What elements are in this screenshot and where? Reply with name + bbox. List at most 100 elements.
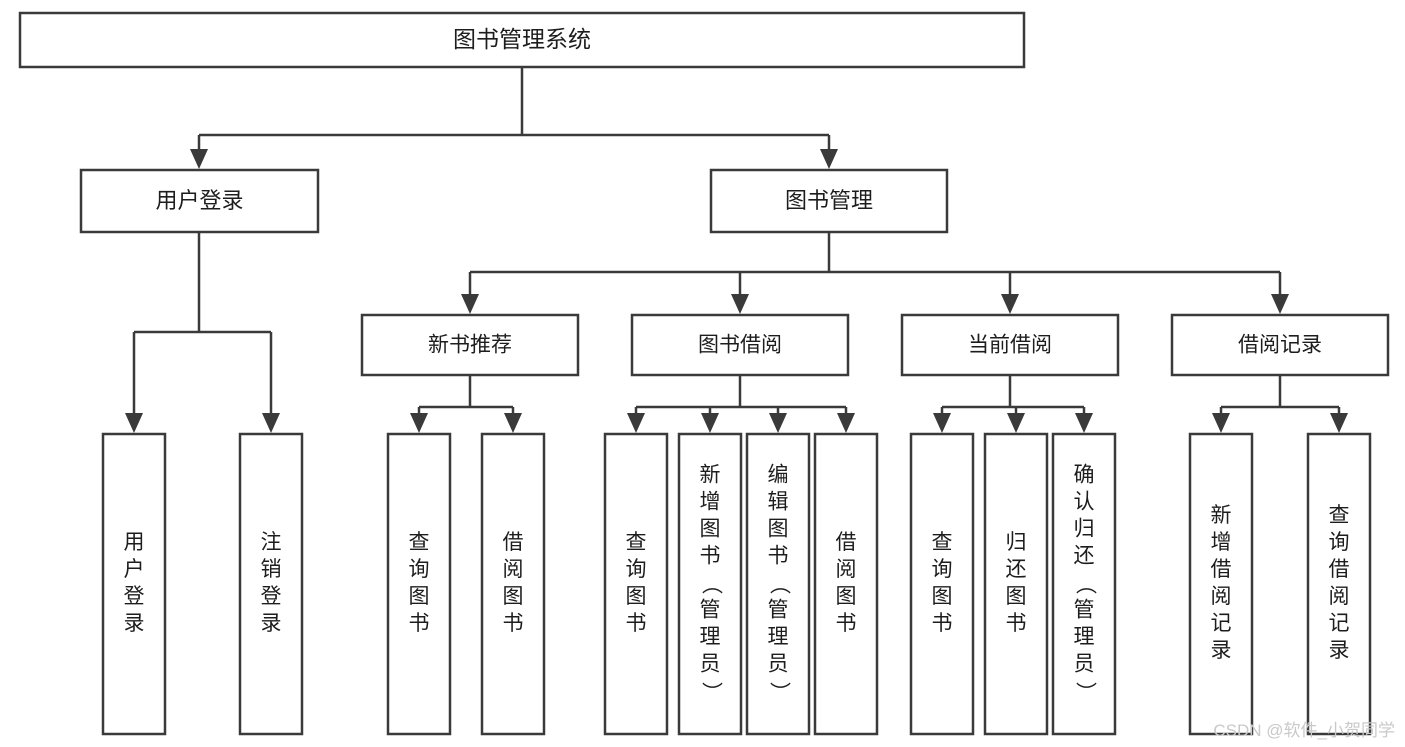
node-label: 图书管理系统 [453,26,591,52]
leaf-label-char: 还 [1006,558,1027,581]
leaf-label-char: 认 [1074,491,1095,514]
leaf-label-char: 确 [1074,464,1095,487]
leaf-box[interactable] [101,432,167,736]
leaf-label-char: ） [767,682,790,703]
arrow-head-icon [701,413,719,433]
leaf-box[interactable] [677,432,743,736]
leaf-box[interactable] [238,432,304,736]
leaf-box[interactable] [1051,432,1117,736]
leaf-label-char: 书 [409,612,430,635]
node-box[interactable] [1170,313,1390,377]
arrow-head-icon [1330,413,1348,433]
leaf-label-char: 理 [700,626,721,649]
leaf-label-char: 书 [932,612,953,635]
arrow-head-icon [190,149,208,169]
arrow-head-icon [262,413,280,433]
arrow-head-icon [125,413,143,433]
leaf-label-char: 阅 [1329,585,1350,608]
node-box[interactable] [360,313,580,377]
node-box[interactable] [79,168,320,234]
leaf-label-char: 图 [836,585,857,608]
leaf-label-char: 记 [1211,612,1232,635]
leaf-label-char: 销 [261,558,282,581]
connector-group-借阅记录 [1212,375,1348,433]
leaf-label-char: 管 [1074,599,1095,622]
node-box[interactable] [709,168,949,234]
leaf-box[interactable] [813,432,879,736]
leaf-box[interactable] [909,432,975,736]
node-box[interactable] [18,11,1026,69]
leaf-box[interactable] [745,432,811,736]
leaf-label-char: 借 [1329,558,1350,581]
leaf-label-char: （ [699,574,722,595]
leaf-label-char: 员 [700,653,721,676]
leaf-label-char: 询 [932,558,953,581]
node-level2-借阅记录[interactable]: 借阅记录 [1170,313,1390,377]
leaf-label-char: 新 [1211,504,1232,527]
leaf-box[interactable] [480,432,546,736]
leaf-label-char: （ [767,574,790,595]
leaf-label-char: 图 [932,585,953,608]
connector-group-图书管理系统 [190,67,838,169]
node-level2-新书推荐[interactable]: 新书推荐 [360,313,580,377]
arrow-head-icon [820,149,838,169]
leaf-label-char: 管 [768,599,789,622]
arrow-head-icon [410,413,428,433]
leaf-label-char: 归 [1006,531,1027,554]
leaf-node-用户登录[interactable]: 用户登录 [101,432,167,736]
leaf-label-char: 录 [1211,639,1232,662]
leaf-label-char: 员 [1074,653,1095,676]
node-label: 新书推荐 [428,334,512,357]
leaf-label-char: 新 [700,464,721,487]
leaf-box[interactable] [1306,432,1372,736]
leaf-label-char: 记 [1329,612,1350,635]
node-box[interactable] [630,313,850,377]
leaf-box[interactable] [1188,432,1254,736]
node-level1-用户登录[interactable]: 用户登录 [79,168,320,234]
leaf-label-char: 员 [768,653,789,676]
leaf-label-char: 书 [700,545,721,568]
leaf-label-char: 书 [1006,612,1027,635]
arrow-head-icon [1001,294,1019,314]
leaf-label-char: 图 [626,585,647,608]
node-label: 用户登录 [155,188,243,213]
node-label: 借阅记录 [1238,334,1322,357]
node-box[interactable] [900,313,1120,377]
leaf-label-char: 查 [932,531,953,554]
arrow-head-icon [1075,413,1093,433]
arrow-head-icon [1007,413,1025,433]
leaf-label-char: 书 [503,612,524,635]
leaf-label-char: 用 [124,531,145,554]
leaf-label-char: 借 [503,531,524,554]
node-level2-图书借阅[interactable]: 图书借阅 [630,313,850,377]
leaf-label-char: 还 [1074,545,1095,568]
leaf-box[interactable] [603,432,669,736]
node-level1-图书管理[interactable]: 图书管理 [709,168,949,234]
leaf-box[interactable] [386,432,452,736]
leaf-label-char: 增 [1211,531,1232,554]
node-root-图书管理系统[interactable]: 图书管理系统 [18,11,1026,69]
connector-group-图书借阅 [627,375,855,433]
leaf-box[interactable] [983,432,1049,736]
leaf-label-char: 书 [836,612,857,635]
node-level2-当前借阅[interactable]: 当前借阅 [900,313,1120,377]
leaf-label-char: 录 [261,612,282,635]
